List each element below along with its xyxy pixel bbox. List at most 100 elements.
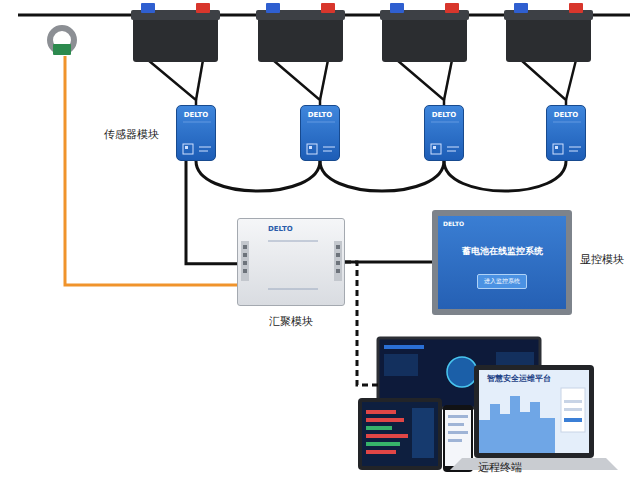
brand-text: DELTO (268, 225, 344, 233)
cable (320, 161, 444, 191)
cable (196, 161, 320, 191)
sensor-detail-part (433, 146, 436, 149)
login-field (564, 408, 582, 411)
login-field (564, 400, 582, 403)
screen-line (448, 431, 468, 434)
battery-lead (196, 60, 203, 100)
sensor-detail-part (307, 144, 317, 154)
dashed-link (345, 262, 378, 385)
sensor-detail-part (447, 147, 459, 148)
laptop (450, 365, 618, 470)
city-skyline (479, 396, 555, 453)
screen-bar (366, 442, 400, 446)
screen-globe (447, 357, 477, 387)
battery-body (133, 13, 218, 62)
battery-lead (566, 60, 576, 100)
module-label: 远程终端 (478, 460, 522, 475)
battery-lead (273, 60, 320, 106)
sensor-detail-part (309, 146, 312, 149)
screen-bar (366, 434, 408, 438)
current-clamp (50, 28, 74, 55)
sensor-module: DELTO (176, 105, 216, 161)
login-panel (561, 388, 585, 432)
clamp-terminal (53, 44, 71, 55)
negative-terminal (514, 3, 528, 13)
current-wire (65, 56, 238, 285)
screen-line (448, 423, 464, 426)
cable (186, 161, 237, 264)
orange-wire (65, 56, 238, 285)
laptop-lid (474, 365, 594, 458)
agg-detail-part (334, 241, 342, 281)
screen-bar (366, 450, 396, 454)
sensor-detail-part (569, 147, 581, 148)
sensor-detail-part (199, 147, 211, 148)
sensor-detail-part (553, 144, 563, 154)
button-text: 进入监控系统 (484, 277, 520, 286)
sensor-module: DELTO (546, 105, 586, 161)
negative-terminal (390, 3, 404, 13)
sensor-detail-part (183, 144, 193, 154)
screen-bar (384, 345, 424, 349)
screen-title: 智慧安全运维平台 (487, 373, 551, 384)
positive-terminal (569, 3, 583, 13)
display-module: DELTO蓄电池在线监控系统显控模块进入监控系统 (432, 210, 572, 315)
agg-detail-part (243, 261, 247, 265)
sensor-detail-part (431, 122, 459, 123)
laptop-base (450, 458, 618, 470)
sensor-detail-part (431, 144, 441, 154)
battery-body (506, 13, 591, 62)
module-label: 汇聚模块 (218, 314, 364, 329)
brand-text: DELTO (177, 111, 215, 119)
screen-panel (412, 408, 434, 458)
positive-terminal (196, 3, 210, 13)
tablet-body (358, 398, 442, 470)
battery-body (258, 13, 343, 62)
screen-bar (366, 410, 396, 414)
agg-detail-part (336, 261, 340, 265)
module-label: 显控模块 (580, 252, 624, 267)
brand-text: DELTO (425, 111, 463, 119)
battery-body (382, 13, 467, 62)
sensor-module: DELTO (300, 105, 340, 161)
sensor-detail-part (307, 122, 335, 123)
screen-line (448, 439, 462, 442)
tablet (358, 398, 442, 470)
sensor-detail-part (555, 146, 558, 149)
battery-lead (148, 60, 196, 106)
battery-lead (397, 60, 444, 106)
negative-terminal (266, 3, 280, 13)
battery-lead (521, 60, 566, 106)
sensor-detail-part (199, 151, 208, 152)
battery (380, 3, 469, 62)
sensor-detail-part (447, 151, 456, 152)
login-button (564, 418, 582, 422)
brand-text: DELTO (301, 111, 339, 119)
screen-line (448, 415, 468, 418)
brand-text: DELTO (547, 111, 585, 119)
positive-terminal (445, 3, 459, 13)
sensor-detail-part (185, 146, 188, 149)
battery (131, 3, 220, 62)
aggregation-module: DELTO汇聚模块 (237, 218, 345, 306)
module-label: 传感器模块 (104, 127, 159, 142)
phone-screen (445, 410, 471, 466)
agg-detail-part (268, 289, 318, 290)
sensor-detail-part (323, 151, 332, 152)
sensor-module: DELTO (424, 105, 464, 161)
agg-detail-part (336, 245, 340, 249)
agg-detail-part (336, 269, 340, 273)
battery (256, 3, 345, 62)
screen-bar (366, 418, 404, 422)
battery-lead (320, 60, 328, 100)
agg-detail-part (243, 253, 247, 257)
screen-bar (366, 426, 392, 430)
screen-title: 蓄电池在线监控系统 (438, 245, 566, 258)
positive-terminal (321, 3, 335, 13)
agg-detail-part (243, 245, 247, 249)
tablet-screen (362, 402, 438, 466)
agg-detail-part (336, 253, 340, 257)
brand-text: DELTO (443, 220, 566, 227)
battery (504, 3, 593, 62)
